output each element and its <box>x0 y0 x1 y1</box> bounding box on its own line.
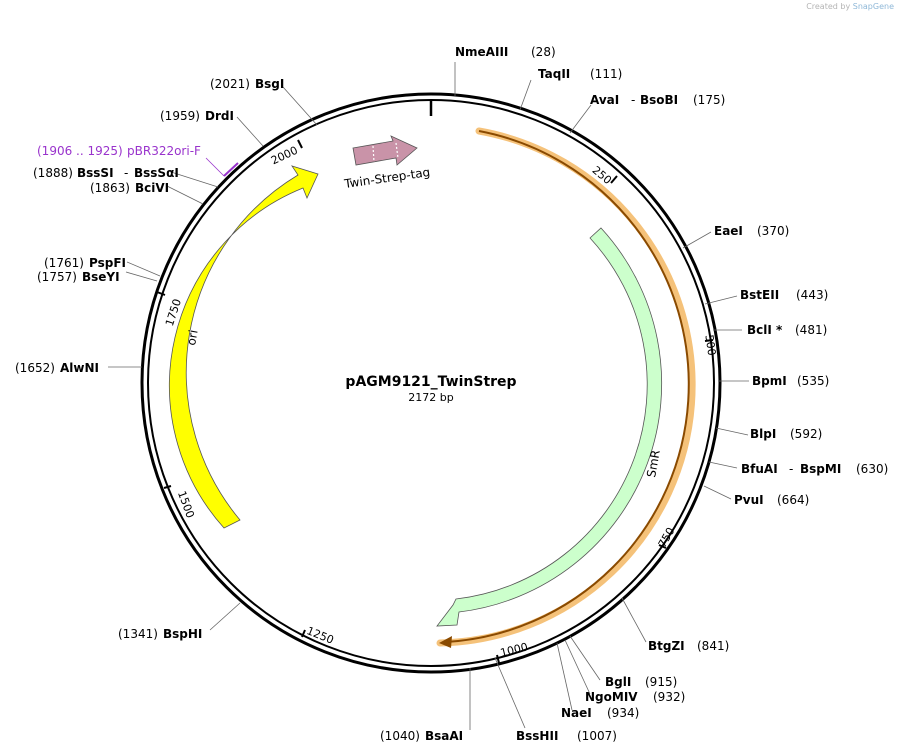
site-name-bsphi: BspHI <box>163 627 202 641</box>
twin-strep-stripe-2 <box>395 142 399 159</box>
site-name-naei: NaeI <box>561 706 592 720</box>
site-name-bseyi: BseYI <box>82 270 120 284</box>
site-name-pvui: PvuI <box>734 493 764 507</box>
site-pos-bsteii: (443) <box>796 288 828 302</box>
site-pos-ngomiv: (932) <box>653 690 685 704</box>
site-name-bsteii: BstEII <box>740 288 779 302</box>
twin-strep-stripe-1 <box>372 145 375 163</box>
credit-prefix: Created by <box>806 2 851 11</box>
tick-label-1500: 1500 <box>175 489 197 520</box>
site-name-bsaai: BsaAI <box>425 729 463 743</box>
site-pos-bcivi: (1863) <box>90 181 130 195</box>
site-name-bsshii: BssHII <box>516 729 558 743</box>
site-pos-alwni: (1652) <box>15 361 55 375</box>
site-pos-bsshii: (1007) <box>577 729 617 743</box>
site-pos-bssi: (1888) <box>33 166 73 180</box>
smr-label: SmR <box>644 449 663 479</box>
site-pos-bgli: (915) <box>645 675 677 689</box>
site-name-drdi: DrdI <box>205 109 234 123</box>
site-name-alwni: AlwNI <box>60 361 99 375</box>
site-pos-drdi: (1959) <box>160 109 200 123</box>
site-pos-pvui: (664) <box>777 493 809 507</box>
plasmid-size: 2172 bp <box>408 391 453 404</box>
tick-250 <box>610 175 618 184</box>
site-name-eaei: EaeI <box>714 224 743 238</box>
site-name-bsssai: BssSαI <box>134 166 179 180</box>
site-name-bcivi: BciVI <box>135 181 169 195</box>
site-sep-bfuai: - <box>789 462 793 476</box>
site-pos-nmeaiii: (28) <box>531 45 556 59</box>
site-name-bsgi: BsgI <box>255 77 284 91</box>
site-pos-bcli: (481) <box>795 323 827 337</box>
site-name-taqii: TaqII <box>538 67 570 81</box>
primer-mark <box>223 162 239 177</box>
snapgene-logo: SnapGene <box>852 2 894 11</box>
site-pos-avai: (175) <box>693 93 725 107</box>
smr-feature <box>436 227 662 627</box>
site-pos-bsphi: (1341) <box>118 627 158 641</box>
tick-2000 <box>297 139 303 149</box>
site-leaders <box>108 62 749 730</box>
site-sep-bsssi: - <box>124 166 128 180</box>
site-name-nmeaiii: NmeAIII <box>455 45 508 59</box>
ori-label: ori <box>184 329 200 347</box>
site-pos-bsgi: (2021) <box>210 77 250 91</box>
primer-leader <box>205 157 225 177</box>
tick-1000 <box>496 654 500 664</box>
site-name-bsssi: BssSI <box>77 166 114 180</box>
site-name-bgli: BglI <box>605 675 631 689</box>
site-pos-btgzi: (841) <box>697 639 729 653</box>
tick-1250 <box>301 629 306 638</box>
tick-label-500: 500 <box>702 334 718 357</box>
site-name-bspmi: BspMI <box>800 462 841 476</box>
primer-name: pBR322ori-F <box>127 144 201 158</box>
smr-orf-arrowhead <box>439 636 452 648</box>
site-name-bcli: BclI * <box>747 323 783 337</box>
backbone-outer <box>140 92 722 674</box>
smr-orf-band <box>436 127 696 647</box>
ori-feature <box>169 165 319 529</box>
site-pos-bseyi: (1757) <box>37 270 77 284</box>
site-pos-pspfi: (1761) <box>44 256 84 270</box>
site-name-blpi: BlpI <box>750 427 776 441</box>
site-pos-eaei: (370) <box>757 224 789 238</box>
site-pos-bfuai: (630) <box>856 462 888 476</box>
snapgene-credit: Created by SnapGene <box>806 2 894 11</box>
site-name-bfuai: BfuAI <box>741 462 778 476</box>
twin-strep-label: Twin-Strep-tag <box>342 165 431 191</box>
site-pos-naei: (934) <box>607 706 639 720</box>
site-pos-blpi: (592) <box>790 427 822 441</box>
tick-750 <box>658 544 667 549</box>
site-sep-avai: - <box>631 93 635 107</box>
site-pos-bpmi: (535) <box>797 374 829 388</box>
site-name-ngomiv: NgoMIV <box>585 690 638 704</box>
site-name-bsobi: BsoBI <box>640 93 678 107</box>
tick-1500 <box>163 485 172 489</box>
tick-1750 <box>156 291 166 296</box>
twin-strep-feature <box>352 135 418 166</box>
site-pos-bsaai: (1040) <box>380 729 420 743</box>
site-name-btgzi: BtgZI <box>648 639 685 653</box>
site-name-bpmi: BpmI <box>752 374 787 388</box>
site-name-pspfi: PspFI <box>89 256 126 270</box>
tick-500 <box>704 339 714 342</box>
site-name-avai: AvaI <box>590 93 619 107</box>
smr-orf-line <box>445 130 690 643</box>
primer-range: (1906 .. 1925) <box>37 144 123 158</box>
plasmid-name: pAGM9121_TwinStrep <box>345 374 516 390</box>
site-pos-taqii: (111) <box>590 67 622 81</box>
